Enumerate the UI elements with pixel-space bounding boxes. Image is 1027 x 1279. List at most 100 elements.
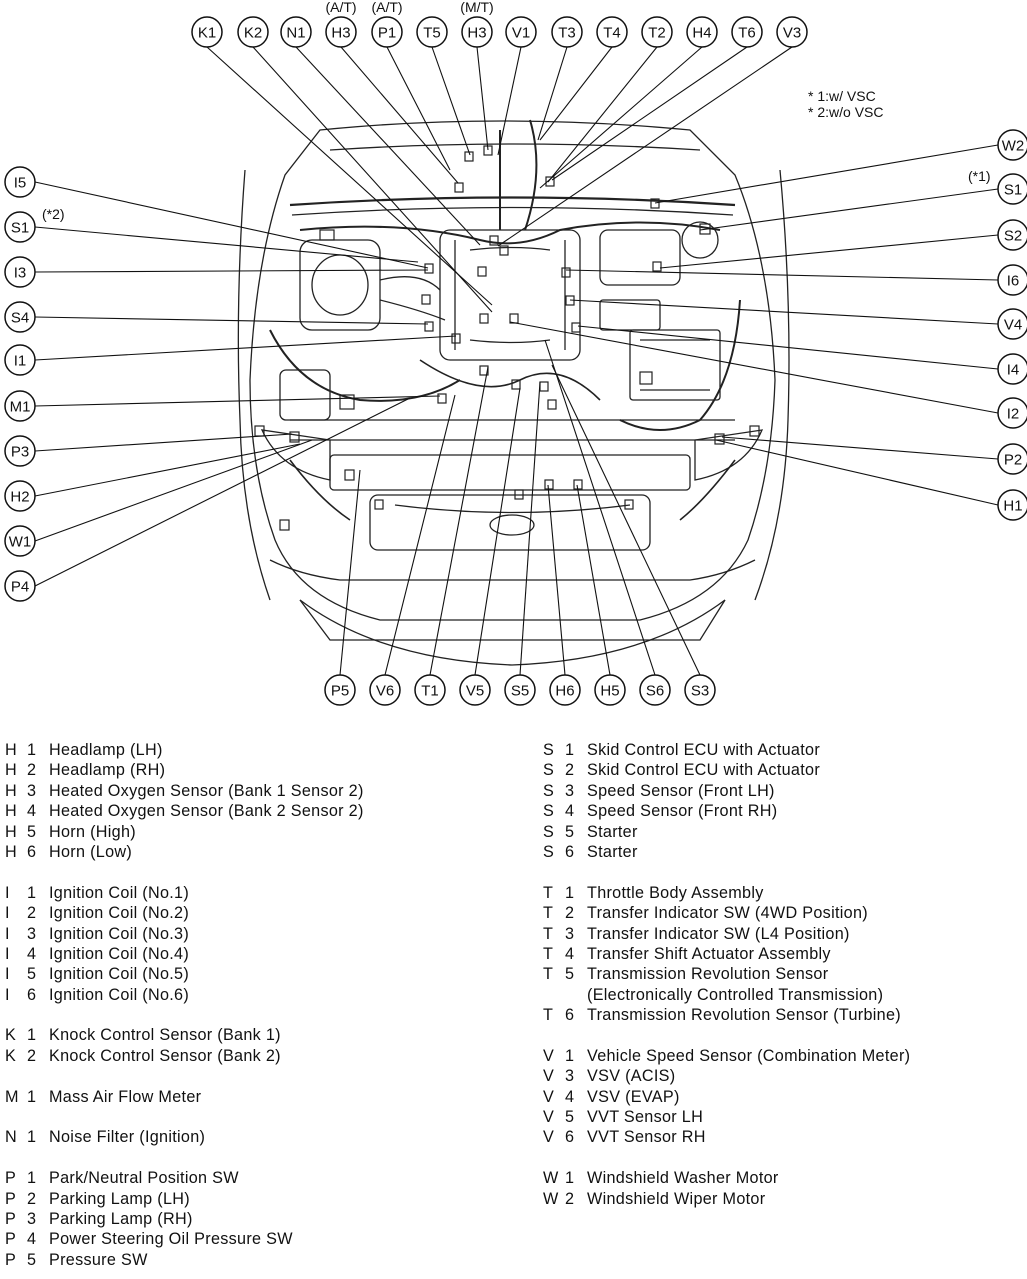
callout-circle xyxy=(416,16,448,48)
callout-circle xyxy=(324,674,356,706)
legend-num: 3 xyxy=(27,1209,37,1228)
legend-letter: V xyxy=(543,1087,555,1106)
callout-code: S1 xyxy=(1004,182,1022,199)
callout-circle xyxy=(997,489,1027,521)
legend-num: 5 xyxy=(565,965,575,984)
legend-num: 4 xyxy=(565,944,575,963)
leader-line xyxy=(34,269,429,273)
callout-circle xyxy=(414,674,446,706)
callout-code: H5 xyxy=(600,683,619,700)
legend-num: 5 xyxy=(565,822,575,841)
callout-p3: P3 xyxy=(4,435,36,467)
legend-num: 5 xyxy=(565,1108,575,1127)
callout-s6: S6 xyxy=(639,674,671,706)
leader-line xyxy=(537,46,568,141)
callout-code: H4 xyxy=(692,25,711,42)
callout-w2: W2 xyxy=(997,129,1027,161)
legend-num: 1 xyxy=(565,1046,575,1065)
legend-letter: H xyxy=(5,802,17,821)
callout-circle xyxy=(4,525,36,557)
legend-desc: Starter xyxy=(587,822,638,841)
callout-circle xyxy=(325,16,357,48)
callout-circle xyxy=(4,435,36,467)
callout-note: (*2) xyxy=(42,206,65,222)
leader-line xyxy=(295,46,481,246)
legend-desc: Starter xyxy=(587,842,638,861)
legend-num xyxy=(565,985,587,1005)
leader-line xyxy=(569,299,999,325)
legend-num: 4 xyxy=(27,1230,37,1249)
callout-t4: T4 xyxy=(596,16,628,48)
leader-line xyxy=(34,433,293,452)
leader-line xyxy=(474,387,521,676)
callout-code: T5 xyxy=(423,25,441,42)
leader-line xyxy=(721,436,999,460)
legend-gap xyxy=(5,1107,364,1127)
callout-circle xyxy=(191,16,223,48)
legend-num: 2 xyxy=(565,1189,575,1208)
callout-circle xyxy=(369,674,401,706)
leader-line xyxy=(715,439,999,506)
legend-desc: Speed Sensor (Front LH) xyxy=(587,781,775,800)
legend-letter: K xyxy=(5,1046,17,1065)
leader-lines xyxy=(34,46,999,676)
legend-gap xyxy=(543,1148,910,1168)
footnote-2: * 2:w/o VSC xyxy=(808,104,883,120)
footnote-1: * 1:w/ VSC xyxy=(808,88,876,104)
leader-line xyxy=(539,46,613,141)
legend-desc: Heated Oxygen Sensor (Bank 1 Sensor 2) xyxy=(49,781,364,800)
callout-t3: T3 xyxy=(551,16,583,48)
legend-num: 4 xyxy=(27,802,37,821)
legend-letter: I xyxy=(5,985,10,1004)
callout-v6: V6 xyxy=(369,674,401,706)
callout-code: M1 xyxy=(10,399,31,416)
callout-circle xyxy=(997,443,1027,475)
legend-gap xyxy=(5,862,364,882)
callout-code: H2 xyxy=(10,489,29,506)
legend-desc: (Electronically Controlled Transmission) xyxy=(587,985,884,1004)
legend-num: 2 xyxy=(27,904,37,923)
legend-desc: Skid Control ECU with Actuator xyxy=(587,761,821,780)
legend-desc: Heated Oxygen Sensor (Bank 2 Sensor 2) xyxy=(49,802,364,821)
callout-s5: S5 xyxy=(504,674,536,706)
leader-line xyxy=(34,226,419,263)
callout-code: T6 xyxy=(738,25,756,42)
legend-num: 4 xyxy=(565,802,575,821)
legend-letter: N xyxy=(5,1128,17,1147)
callout-circle xyxy=(639,674,671,706)
legend-gap xyxy=(543,862,910,882)
legend-letter: T xyxy=(543,944,554,963)
legend-desc: Speed Sensor (Front RH) xyxy=(587,802,778,821)
callout-code: H6 xyxy=(555,683,574,700)
legend-desc: Power Steering Oil Pressure SW xyxy=(49,1230,293,1249)
legend-letter xyxy=(543,985,565,1005)
callout-n1: N1 xyxy=(280,16,312,48)
callout-s1: S1(*1) xyxy=(968,168,1027,205)
callout-t5: T5 xyxy=(416,16,448,48)
leader-line xyxy=(252,46,493,313)
callout-h6: H6 xyxy=(549,674,581,706)
legend-desc: Windshield Wiper Motor xyxy=(587,1189,766,1208)
callout-circle xyxy=(237,16,269,48)
legend-letter: V xyxy=(543,1046,555,1065)
callout-circle xyxy=(731,16,763,48)
callout-code: W1 xyxy=(9,534,32,551)
legend-letter: P xyxy=(5,1250,17,1269)
leader-line xyxy=(565,269,999,281)
legend-desc: Mass Air Flow Meter xyxy=(49,1087,202,1106)
leader-line xyxy=(476,46,489,151)
callout-code: V6 xyxy=(376,683,394,700)
callout-code: T3 xyxy=(558,25,576,42)
callout-circle xyxy=(594,674,626,706)
